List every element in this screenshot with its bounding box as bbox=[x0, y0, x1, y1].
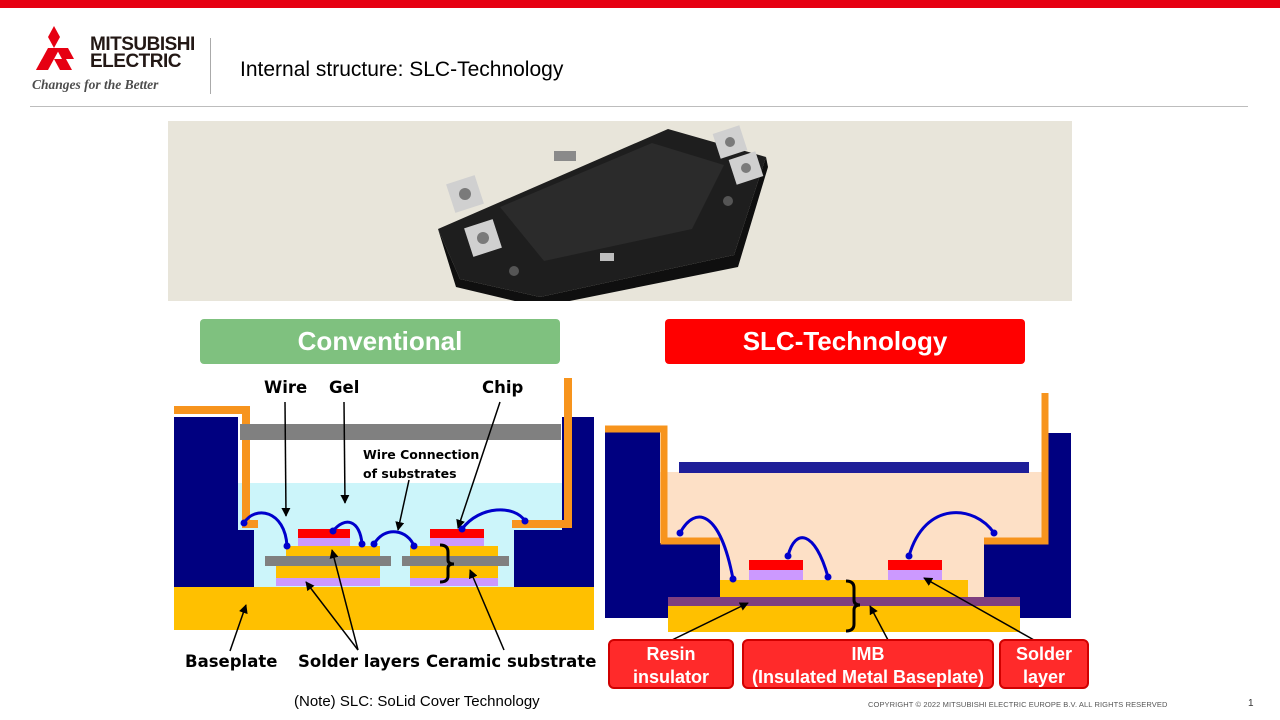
label-imb: IMB (Insulated Metal Baseplate) bbox=[742, 639, 994, 689]
label-solder-layers: Solder layers bbox=[298, 652, 420, 671]
orange-frame-right bbox=[512, 378, 572, 528]
wire-bond-dots bbox=[240, 517, 529, 550]
conventional-header: Conventional bbox=[200, 319, 560, 364]
lower-copper-right bbox=[410, 566, 498, 578]
bond-wires bbox=[242, 508, 527, 547]
label-chip: Chip bbox=[482, 378, 524, 397]
mitsubishi-electric-logo: MITSUBISHI ELECTRIC Changes for the Bett… bbox=[30, 26, 210, 98]
logo-wordmark: MITSUBISHI ELECTRIC bbox=[90, 34, 195, 72]
chip-solder-right bbox=[888, 570, 942, 580]
lower-solder-right bbox=[410, 578, 498, 586]
lower-solder-left bbox=[276, 578, 380, 586]
logo-slogan: Changes for the Better bbox=[32, 77, 159, 92]
slc-cross-section bbox=[605, 393, 1071, 641]
ceramic-left bbox=[265, 556, 391, 566]
slc-leader-lines bbox=[671, 577, 1035, 641]
page-number: 1 bbox=[1248, 698, 1254, 709]
label-baseplate: Baseplate bbox=[185, 652, 278, 671]
label-solder-layer: Solder layer bbox=[999, 639, 1089, 689]
ceramic-right bbox=[402, 556, 509, 566]
power-module-image bbox=[438, 125, 768, 307]
chip-solder-left bbox=[298, 538, 350, 546]
power-module-photo bbox=[168, 121, 1072, 307]
orange-frame-left bbox=[174, 406, 258, 528]
header-rule bbox=[30, 106, 1248, 107]
label-wire: Wire bbox=[264, 378, 308, 397]
conventional-leader-lines bbox=[229, 401, 505, 652]
left-housing bbox=[174, 417, 254, 587]
lower-copper-left bbox=[276, 566, 380, 578]
footnote: (Note) SLC: SoLid Cover Technology bbox=[294, 693, 540, 710]
copper-circuit-layer bbox=[720, 580, 968, 597]
top-insulator-plate bbox=[679, 462, 1029, 473]
chip-solder-right bbox=[430, 538, 484, 546]
chip-solder-left bbox=[749, 570, 803, 580]
right-housing bbox=[514, 417, 594, 587]
right-housing bbox=[984, 433, 1071, 618]
orange-frame-right bbox=[984, 393, 1049, 545]
chip-left bbox=[298, 529, 350, 538]
conventional-cross-section bbox=[174, 378, 594, 652]
label-resin-insulator: Resin insulator bbox=[608, 639, 734, 689]
imb-baseplate bbox=[668, 606, 1020, 632]
label-ceramic-substrate: Ceramic substrate bbox=[426, 652, 597, 671]
upper-copper-right bbox=[410, 546, 498, 556]
top-red-bar bbox=[0, 0, 1280, 8]
copyright-notice: COPYRIGHT © 2022 MITSUBISHI ELECTRIC EUR… bbox=[868, 700, 1168, 709]
orange-frame-left bbox=[605, 425, 720, 545]
wire-bond-dots bbox=[676, 529, 998, 583]
cover-plate bbox=[240, 424, 561, 440]
label-wire-connection: Wire Connection of substrates bbox=[363, 447, 480, 481]
substrate-brace bbox=[439, 543, 455, 584]
chip-left bbox=[749, 560, 803, 570]
bond-wires bbox=[678, 511, 996, 580]
chip-right bbox=[888, 560, 942, 570]
chip-right bbox=[430, 529, 484, 538]
header-divider bbox=[210, 38, 211, 94]
left-housing bbox=[605, 430, 720, 618]
imb-brace bbox=[845, 579, 861, 633]
resin-insulator-layer bbox=[668, 597, 1020, 606]
slc-technology-header: SLC-Technology bbox=[665, 319, 1025, 364]
baseplate bbox=[174, 587, 594, 630]
slide-title: Internal structure: SLC-Technology bbox=[240, 58, 564, 81]
resin-fill bbox=[660, 472, 1044, 598]
three-diamonds-icon bbox=[36, 26, 74, 70]
label-gel: Gel bbox=[329, 378, 360, 397]
